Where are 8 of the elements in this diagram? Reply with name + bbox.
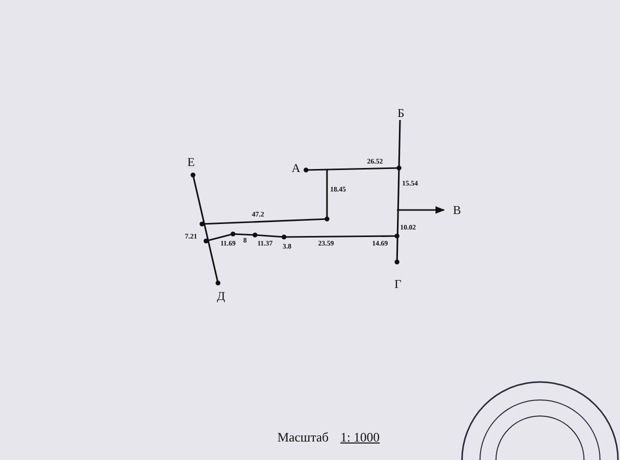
neighbour-letter: Д <box>216 290 226 302</box>
neighbour-letter: Е <box>187 156 195 168</box>
neighbour-letter: А <box>292 162 300 174</box>
neighbour-letter: В <box>453 204 461 216</box>
scale-label: Масштаб <box>277 430 329 444</box>
neighbour-letter: Б <box>398 107 404 119</box>
scale-value: 1: 1000 <box>340 430 380 444</box>
neighbour-letter: Г <box>394 278 402 290</box>
